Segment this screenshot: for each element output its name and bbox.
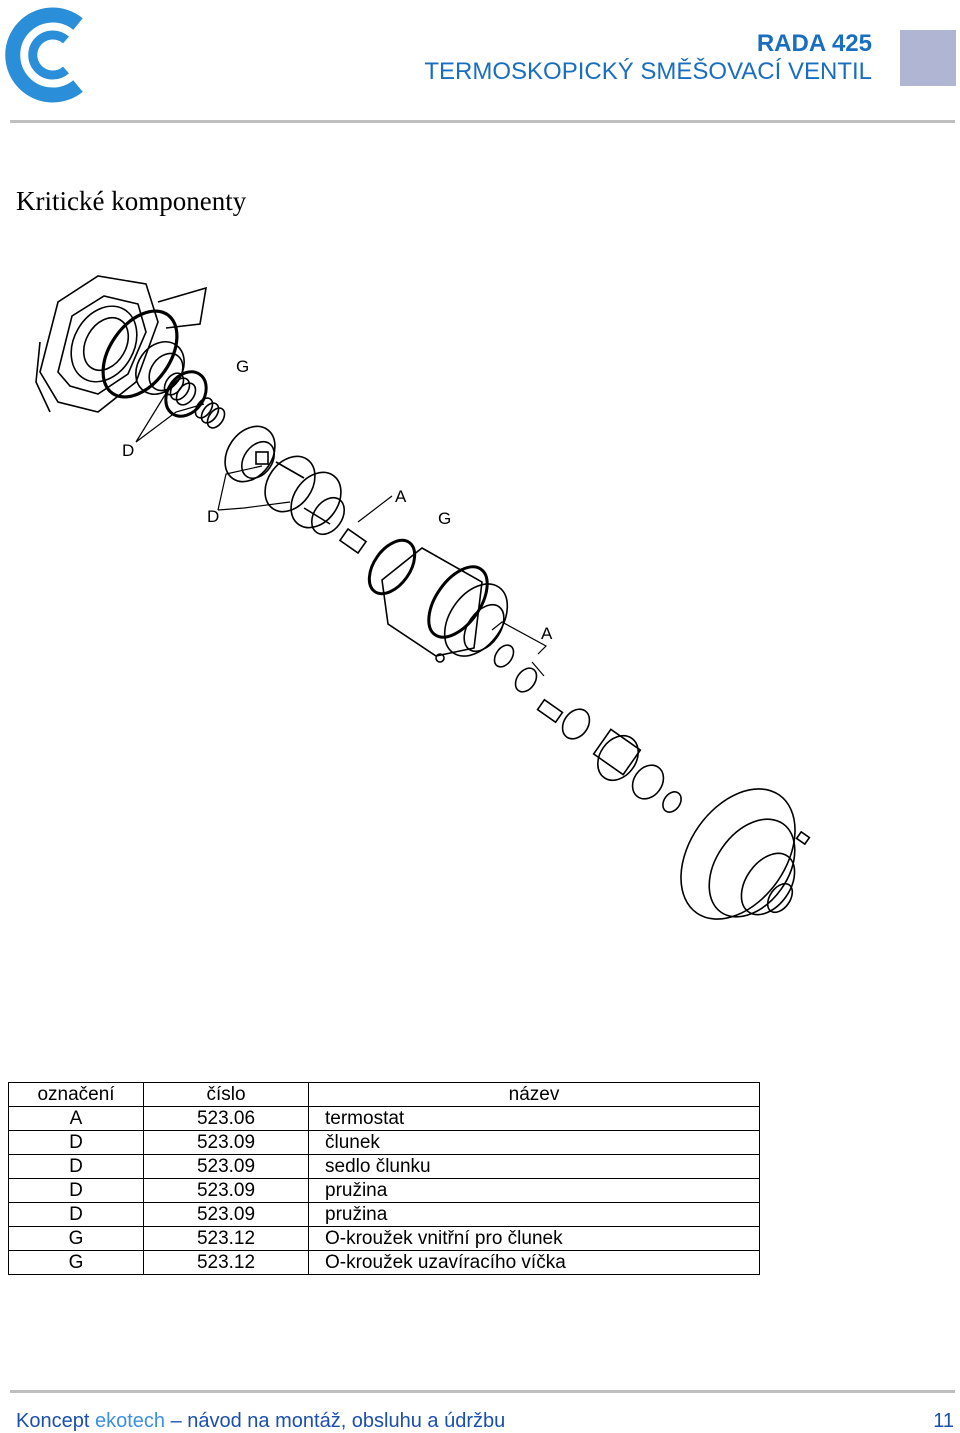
cell-oznaceni: A	[8, 1106, 144, 1131]
table-row: A 523.06 termostat	[8, 1106, 760, 1131]
page-number: 11	[933, 1410, 954, 1432]
parts-table: označení číslo název A 523.06 termostat …	[8, 1082, 760, 1275]
cell-nazev: O-kroužek vnitřní pro člunek	[308, 1226, 760, 1251]
shuttle-drawing	[224, 425, 276, 483]
callout-label-g-2: G	[438, 509, 451, 528]
cell-cislo: 523.09	[143, 1130, 309, 1155]
cell-oznaceni: G	[8, 1226, 144, 1251]
spring-drawing	[163, 372, 226, 429]
valve-housing-drawing	[35, 275, 207, 413]
column-header-oznaceni: označení	[8, 1082, 144, 1107]
cell-nazev: O-kroužek uzavíracího víčka	[308, 1250, 760, 1275]
cell-nazev: pružina	[308, 1202, 760, 1227]
cell-oznaceni: D	[8, 1178, 144, 1203]
document-header: RADA 425 TERMOSKOPICKÝ SMĚŠOVACÍ VENTIL	[424, 30, 872, 86]
footer-brand: Koncept	[16, 1410, 90, 1432]
cell-oznaceni: D	[8, 1154, 144, 1179]
end-cap-drawing	[680, 788, 811, 920]
thermostat-assembly-drawing	[493, 644, 682, 813]
thermostat-drawing	[310, 496, 368, 555]
footer-brand-accent: ekotech	[94, 1410, 166, 1432]
cell-nazev: člunek	[308, 1130, 760, 1155]
cell-cislo: 523.09	[143, 1178, 309, 1203]
callout-label-d-2: D	[207, 507, 219, 526]
table-row: D 523.09 sedlo člunku	[8, 1154, 760, 1179]
table-row: G 523.12 O-kroužek uzavíracího víčka	[8, 1250, 760, 1275]
table-row: G 523.12 O-kroužek vnitřní pro člunek	[8, 1226, 760, 1251]
callout-label-a-1: A	[395, 487, 407, 506]
cell-oznaceni: G	[8, 1250, 144, 1275]
series-title: RADA 425	[756, 30, 872, 57]
cell-nazev: termostat	[308, 1106, 760, 1131]
cell-oznaceni: D	[8, 1130, 144, 1155]
middle-o-ring-drawing	[367, 538, 417, 596]
company-logo	[5, 7, 83, 103]
cylinder-drawing	[264, 455, 342, 529]
cell-cislo: 523.06	[143, 1106, 309, 1131]
cell-cislo: 523.12	[143, 1226, 309, 1251]
table-row: D 523.09 člunek	[8, 1130, 760, 1155]
table-row: D 523.09 pružina	[8, 1202, 760, 1227]
callout-label-d-1: D	[122, 441, 134, 460]
cell-cislo: 523.09	[143, 1202, 309, 1227]
cell-nazev: sedlo člunku	[308, 1154, 760, 1179]
table-row: D 523.09 pružina	[8, 1178, 760, 1203]
callout-lines	[135, 389, 547, 677]
footer-divider	[10, 1390, 955, 1393]
callout-label-a-2: A	[541, 624, 553, 643]
header-accent-box	[900, 30, 956, 86]
cell-cislo: 523.12	[143, 1250, 309, 1275]
exploded-parts-diagram: G D D A G A	[35, 275, 811, 920]
callout-label-g-1: G	[236, 357, 249, 376]
footer-text: Koncept ekotech – návod na montáž, obslu…	[16, 1410, 505, 1433]
footer-subtitle: – návod na montáž, obsluhu a údržbu	[170, 1410, 506, 1432]
large-o-ring-drawing	[101, 309, 179, 399]
column-header-cislo: číslo	[143, 1082, 309, 1107]
central-body-drawing	[381, 547, 509, 663]
cell-cislo: 523.09	[143, 1154, 309, 1179]
cell-oznaceni: D	[8, 1202, 144, 1227]
section-title: Kritické komponenty	[16, 186, 247, 216]
column-header-nazev: název	[308, 1082, 760, 1107]
table-header-row: označení číslo název	[8, 1082, 760, 1107]
cell-nazev: pružina	[308, 1178, 760, 1203]
header-divider	[10, 120, 955, 123]
product-title: TERMOSKOPICKÝ SMĚŠOVACÍ VENTIL	[424, 58, 872, 85]
